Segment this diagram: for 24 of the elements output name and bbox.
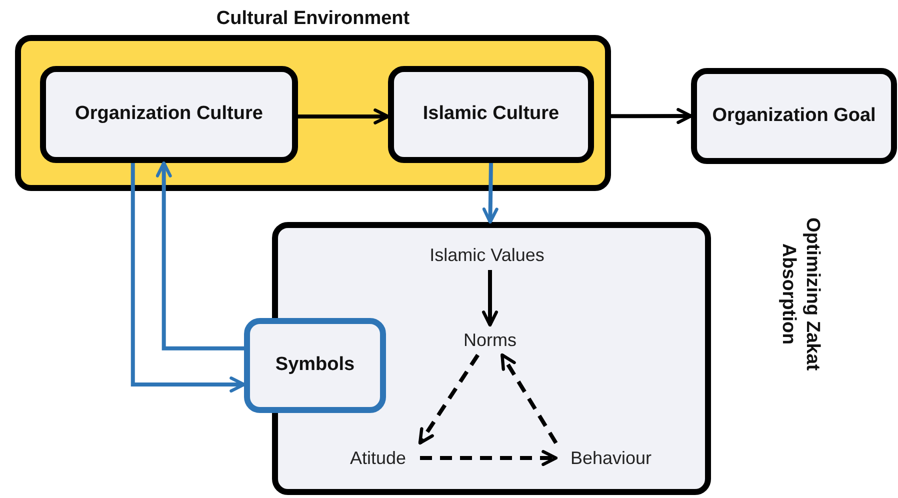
process-box [40,66,298,163]
arrow [482,270,498,327]
arrow [611,108,693,124]
box-label: Islamic Culture [422,102,560,126]
arrow [130,163,246,392]
arrow [418,354,480,445]
arrow [298,108,390,124]
arrow [420,450,558,466]
process-box [691,68,897,164]
box-label: Symbols [275,353,355,378]
node-text: Norms [452,325,528,355]
arrow [156,161,244,350]
rotated-label: Optimizing Zakat Absorption [777,216,824,373]
symbol-box [244,318,386,413]
box-label: Organization Culture [75,102,263,126]
process-box [388,66,594,163]
group-heading: Cultural Environment [215,7,411,31]
node-text: Behaviour [556,443,666,473]
box-label: Organization Goal [712,104,876,128]
arrow [482,162,498,224]
node-text: Atitude [336,443,420,473]
node-text: Islamic Values [412,240,562,270]
box-panel [272,222,711,495]
arrow [500,353,558,444]
